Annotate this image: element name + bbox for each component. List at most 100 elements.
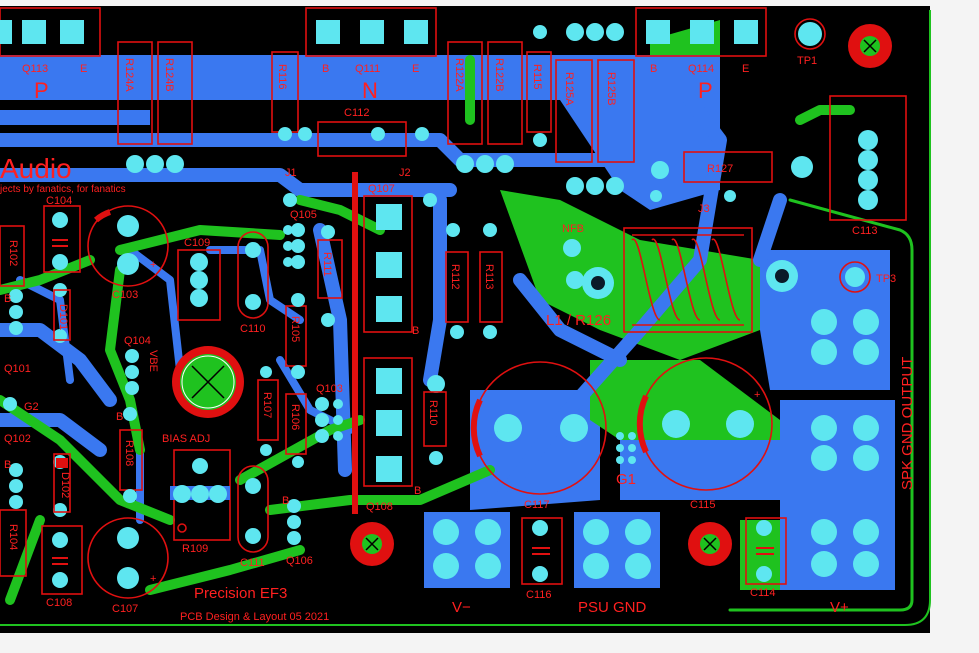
c115-capacitor [636,357,773,491]
label-q104: Q104 [124,335,151,347]
label-c110: C110 [240,323,265,335]
bias-adj-trimmer [170,449,231,541]
workspace-margin [930,6,979,653]
label-q114: Q114 [688,63,714,75]
label-q107: Q107 [368,183,395,195]
label-psu-gnd: PSU GND [578,599,647,616]
label-tp1: TP1 [797,55,817,67]
label-r109: R109 [182,543,208,555]
label-d101: D101 [57,304,69,330]
label-r125b: R125B [605,72,617,106]
label-v-plus: V+ [830,599,849,616]
label-q102-b: B [4,459,11,471]
label-q101: Q101 [4,363,31,375]
edge-trace [728,198,914,612]
g2-pad [3,397,17,411]
label-c113: C113 [852,225,877,237]
c109-capacitor [177,249,221,321]
label-nfb: NFB [562,223,584,235]
label-q111: Q111 [355,63,380,75]
label-q101-b: B [4,293,11,305]
label-g1: G1 [616,471,636,488]
power-terminals [424,512,660,588]
label-q108-b: B [414,485,421,497]
label-q104-b: B [116,411,123,423]
label-c108: C108 [46,597,72,609]
label-c103: C103 [112,289,138,301]
capacitors-left [0,205,83,595]
label-j1: J1 [285,167,297,179]
label-c104: C104 [46,195,72,207]
label-c107: C107 [112,603,138,615]
label-r112: R112 [449,264,461,289]
label-r124b: R124B [163,58,175,92]
label-r113: R113 [483,264,495,289]
board-edge [0,10,931,626]
output-terminals [798,302,890,588]
label-d102: D102 [59,472,71,498]
l1-inductor [623,227,753,333]
label-c112: C112 [344,107,369,119]
label-r104: R104 [7,524,19,550]
q107-transistor [352,172,413,514]
board-title: Precision EF3 [194,585,287,602]
label-c115: C115 [690,499,715,511]
label-c114: C114 [750,587,775,599]
c115-plus: + [754,389,760,401]
label-c111: C111 [240,557,265,569]
label-q113-type: P [34,78,49,103]
label-r116: R116 [276,64,288,89]
mounting-hole-bottom-right [688,522,732,566]
mounting-hole-bottom-left [350,522,394,566]
c110-capacitor [237,231,269,319]
ruler-strip [0,0,979,6]
label-q111-e: E [412,63,419,75]
label-q113-e: E [80,63,87,75]
label-r115: R115 [531,64,543,89]
through-hole-pads [126,23,878,465]
label-tp3: TP3 [876,273,896,285]
label-r111: R111 [321,252,333,277]
c107-capacitor [87,517,169,599]
tp1-pad [798,22,822,46]
label-q111-b: B [322,63,329,75]
g1-vias [616,432,636,464]
label-q105: Q105 [290,209,317,221]
label-r122a: R122A [453,58,465,92]
label-c117: C117 [524,499,549,511]
label-q111-type: N [362,78,378,103]
c103-plus: + [150,259,156,271]
c107-plus: + [150,573,156,585]
label-vbe: VBE [147,350,159,372]
mounting-hole-top [848,24,892,68]
label-r107: R107 [261,392,273,418]
label-q106: Q106 [286,555,313,567]
c103-capacitor [87,205,169,287]
label-j3: J3 [698,203,710,215]
label-r110: R110 [427,400,439,425]
small-transistors [9,223,343,545]
label-q114-b: B [650,63,657,75]
c116-capacitor [521,517,563,585]
q113-header [0,7,101,57]
label-r125a: R125A [563,72,575,106]
label-v-minus: V− [452,599,471,616]
label-q107-b: B [412,325,419,337]
workspace-margin-bottom [0,633,979,653]
label-q113: Q113 [22,63,48,75]
label-r106: R106 [289,404,301,430]
c117-capacitor [470,361,607,495]
label-q102: Q102 [4,433,31,445]
brand-tagline: jects by fanatics, for fanatics [0,184,126,195]
c114-capacitor [745,517,787,585]
label-bias-adj: BIAS ADJ [162,433,210,445]
label-c116: C116 [526,589,551,601]
board-credit: PCB Design & Layout 05 2021 [180,611,329,623]
c111-capacitor [237,465,269,553]
mounting-hole-center [172,346,244,418]
label-r102: R102 [7,240,19,266]
label-q108: Q108 [366,501,393,513]
label-g2: G2 [24,401,39,413]
label-l1-r126: L1 / R126 [546,312,611,329]
